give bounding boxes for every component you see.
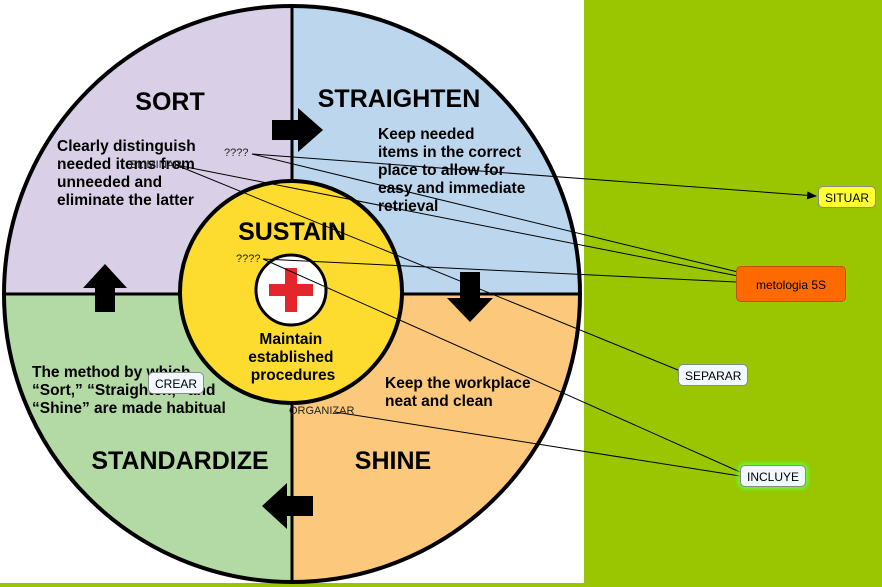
link-label-q2: ???? xyxy=(236,253,260,265)
red-cross-icon xyxy=(269,268,313,312)
arrow-down-icon xyxy=(447,272,493,322)
link-organizar-incluye xyxy=(334,411,741,477)
link-q2-metologia xyxy=(262,258,737,283)
sustain-description: Maintain established procedures xyxy=(248,331,338,384)
node-metologia-5s[interactable]: metologia 5S xyxy=(736,266,846,302)
link-to-situar xyxy=(251,153,817,200)
node-crear[interactable]: CREAR xyxy=(148,372,205,394)
arrow-left-icon xyxy=(262,483,313,529)
node-separar[interactable]: SEPARAR xyxy=(678,364,749,386)
shine-description: Keep the workplace neat and clean xyxy=(385,375,535,410)
node-situar[interactable]: SITUAR xyxy=(818,186,877,208)
link-label-organizar: ORGANIZAR xyxy=(289,405,354,417)
concept-links xyxy=(175,153,817,477)
sustain-title: SUSTAIN xyxy=(238,218,346,246)
arrow-up-icon xyxy=(83,264,127,312)
straighten-description: Keep needed items in the correct place t… xyxy=(378,126,530,215)
sort-title: SORT xyxy=(135,88,204,116)
green-bottom-strip xyxy=(0,583,584,587)
link-q2-incluye xyxy=(262,258,741,473)
shine-title: SHINE xyxy=(355,447,431,475)
standardize-title: STANDARDIZE xyxy=(91,447,268,475)
link-eliminar-metologia xyxy=(175,164,739,277)
link-eliminar-separar xyxy=(175,164,679,371)
link-label-q1: ???? xyxy=(224,147,248,159)
link-label-eliminar: ELIMINAR xyxy=(130,159,182,171)
link-q1-metologia xyxy=(251,153,739,273)
sort-description: Clearly distinguish needed items from un… xyxy=(57,138,200,209)
node-incluye[interactable]: INCLUYE xyxy=(740,465,807,487)
straighten-title: STRAIGHTEN xyxy=(318,85,481,113)
arrow-right-icon xyxy=(272,108,323,152)
